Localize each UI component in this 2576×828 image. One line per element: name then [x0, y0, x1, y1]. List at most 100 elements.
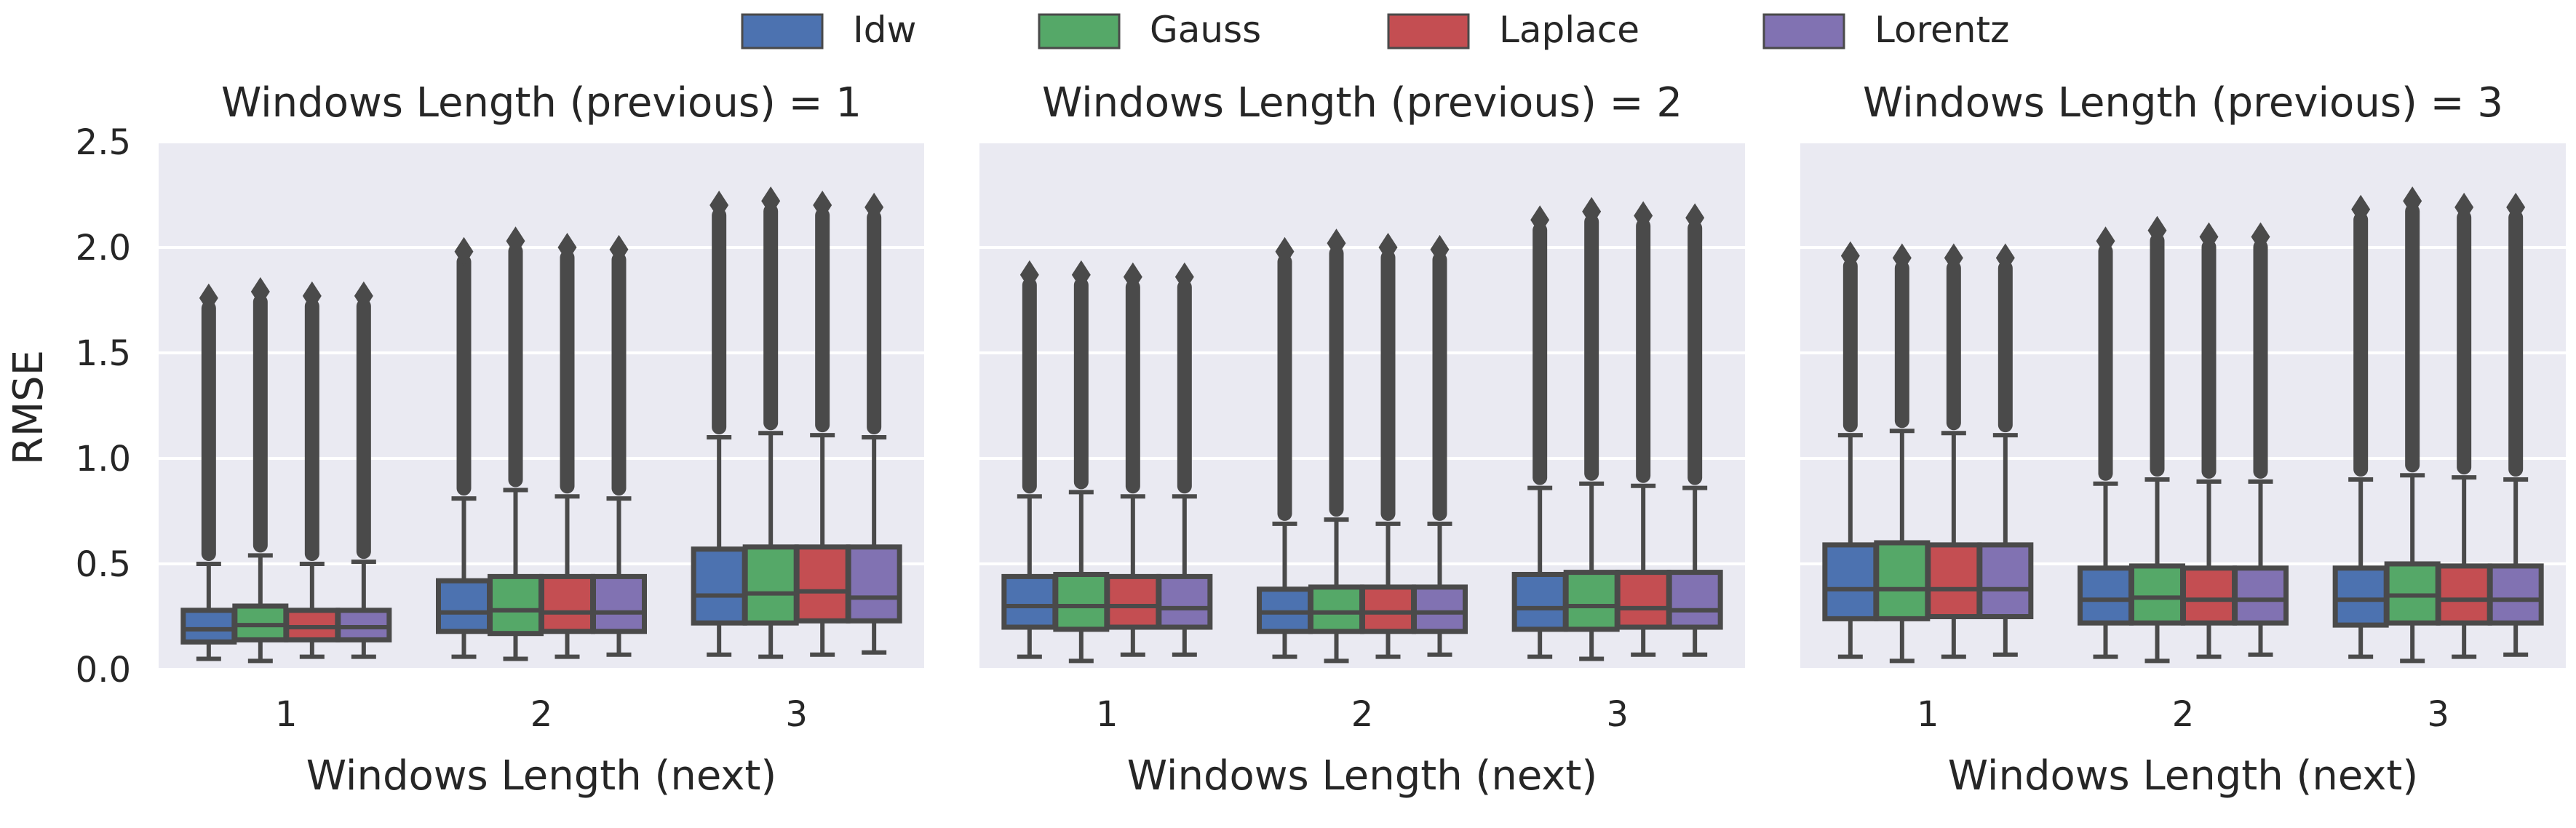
outlier-point	[1430, 234, 1450, 264]
panel-title: Windows Length (previous) = 2	[1042, 79, 1682, 127]
box-lorentz	[846, 192, 902, 655]
box-laplace	[1615, 201, 1671, 657]
box-body	[1360, 584, 1416, 634]
panel-2: Windows Length (previous) = 2 Windows Len…	[979, 79, 1745, 800]
box-gauss	[1308, 228, 1364, 664]
box-body	[2181, 565, 2237, 626]
box-body	[1925, 542, 1982, 620]
box-body	[2332, 565, 2389, 628]
outlier-point	[1995, 243, 2015, 273]
legend: Idw Gauss Laplace Lorentz	[741, 9, 2009, 51]
outlier-point	[609, 234, 629, 264]
box-body	[691, 546, 747, 626]
outlier-point	[2506, 192, 2526, 222]
x-tick-label: 3	[2427, 694, 2449, 735]
outlier-point	[1944, 243, 1963, 273]
box-idw	[1511, 205, 1568, 659]
outlier-point	[2199, 222, 2219, 252]
outlier-point	[1123, 262, 1142, 292]
outlier-point	[250, 276, 270, 306]
legend-label-lorentz: Lorentz	[1875, 9, 2009, 51]
box-body	[1308, 584, 1364, 634]
box-body	[1412, 584, 1468, 634]
y-axis-label: RMSE	[5, 350, 52, 465]
outlier-point	[1174, 262, 1194, 292]
box-idw	[2078, 226, 2134, 659]
y-tick-label: 1.0	[76, 439, 131, 479]
y-tick-label: 2.5	[76, 122, 131, 163]
box-body	[1053, 572, 1110, 632]
box-body	[2436, 563, 2492, 626]
box-laplace	[794, 191, 851, 657]
legend-label-laplace: Laplace	[1499, 9, 1639, 51]
box-body	[846, 544, 902, 624]
x-tick-label: 2	[1351, 694, 1374, 735]
outlier-point	[557, 233, 577, 262]
box-laplace	[1925, 243, 1982, 659]
box-lorentz	[2487, 192, 2544, 657]
box-body	[1511, 572, 1568, 632]
box-gauss	[2384, 186, 2441, 664]
x-tick-label: 1	[1917, 694, 1939, 735]
box-body	[1156, 573, 1213, 630]
legend-label-gauss: Gauss	[1150, 9, 1261, 51]
box-body	[1977, 542, 2034, 620]
box-body	[1105, 573, 1161, 630]
y-tick-label: 2.0	[76, 228, 131, 268]
panel-title: Windows Length (previous) = 3	[1863, 79, 2503, 127]
x-tick-label: 3	[1606, 694, 1629, 735]
box-body	[2078, 565, 2134, 626]
box-laplace	[284, 281, 341, 659]
box-gauss	[2129, 215, 2185, 664]
outlier-point	[1892, 243, 1912, 273]
outlier-point	[2454, 192, 2474, 222]
box-gauss	[1874, 243, 1931, 664]
box-gauss	[1563, 196, 1620, 661]
box-body	[794, 544, 851, 624]
outlier-point	[506, 226, 525, 256]
box-body	[488, 573, 544, 637]
box-idw	[2332, 194, 2389, 659]
box-body	[742, 544, 799, 626]
box-body	[1001, 573, 1058, 630]
x-tick-label: 3	[785, 694, 808, 735]
box-body	[436, 578, 492, 634]
outlier-point	[1685, 203, 1705, 233]
legend-label-idw: Idw	[853, 9, 916, 51]
box-idw	[180, 283, 237, 661]
box-lorentz	[335, 281, 392, 659]
box-lorentz	[1666, 203, 1723, 657]
box-idw	[1822, 241, 1879, 659]
box-laplace	[2181, 222, 2237, 659]
outlier-point	[2251, 222, 2270, 252]
legend-swatch-lorentz	[1762, 13, 1845, 49]
box-body	[2233, 565, 2289, 626]
outlier-point	[2351, 194, 2371, 224]
y-tick-label: 1.5	[76, 333, 131, 374]
outlier-point	[761, 186, 781, 216]
outlier-point	[1840, 241, 1860, 271]
box-lorentz	[1977, 243, 2034, 657]
x-tick-label: 1	[275, 694, 298, 735]
box-body	[1615, 570, 1671, 630]
x-tick-label: 2	[2172, 694, 2195, 735]
box-idw	[691, 191, 747, 657]
box-body	[2129, 563, 2185, 626]
outlier-point	[1634, 201, 1653, 231]
box-body	[1666, 570, 1723, 630]
box-gauss	[1053, 260, 1110, 664]
outlier-point	[1275, 236, 1295, 266]
box-laplace	[2436, 192, 2492, 659]
outlier-point	[354, 281, 373, 311]
x-axis-label: Windows Length (next)	[1127, 752, 1598, 800]
outlier-point	[709, 191, 729, 220]
legend-swatch-idw	[741, 13, 824, 49]
outlier-point	[199, 283, 218, 313]
box-body	[180, 608, 237, 645]
box-idw	[436, 236, 492, 659]
box-gauss	[232, 276, 289, 664]
x-tick-label: 2	[530, 694, 553, 735]
